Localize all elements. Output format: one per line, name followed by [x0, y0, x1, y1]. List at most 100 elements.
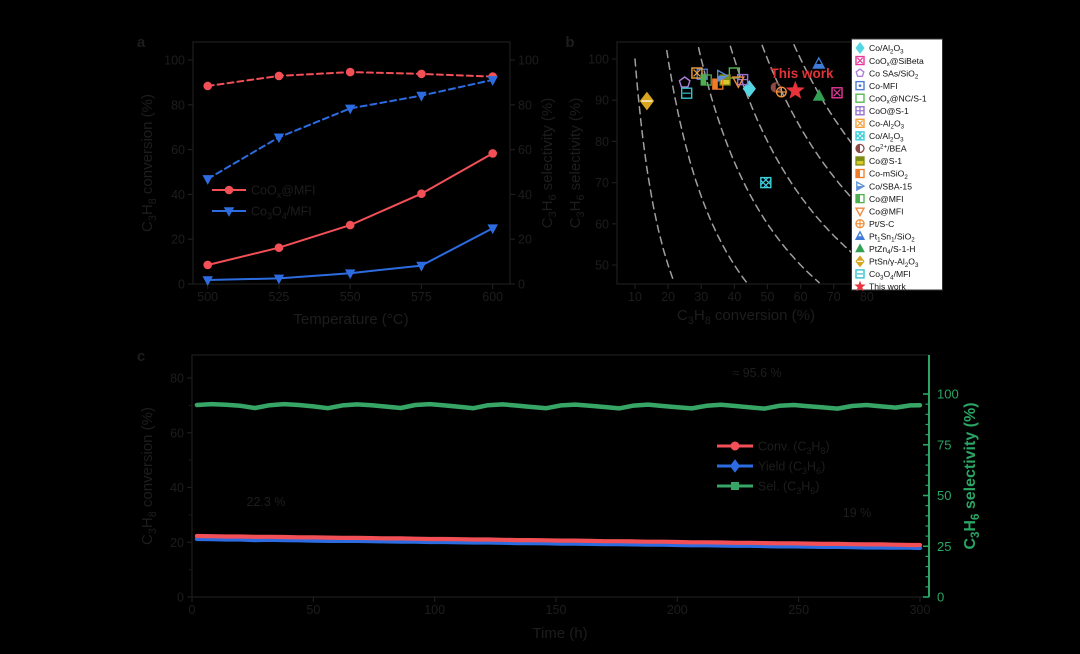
panel-c-xlabel: Time (h) — [532, 625, 587, 642]
panel-b-points — [639, 56, 843, 189]
svg-text:200: 200 — [667, 603, 688, 617]
annotation-conversion-end: 19 % — [843, 506, 872, 520]
svg-text:20: 20 — [170, 536, 184, 550]
legend-entry-7: Co/Al2O3 — [855, 131, 904, 143]
panel-c-series-2 — [194, 401, 923, 411]
legend-entry-label-19: This work — [869, 282, 906, 292]
legend-entry-10: Co-mSiO2 — [855, 169, 908, 181]
svg-text:300: 300 — [910, 603, 931, 617]
svg-text:40: 40 — [518, 188, 532, 202]
panel-b-point-18 — [680, 87, 693, 99]
svg-text:10: 10 — [628, 290, 642, 304]
panel-b-point-4 — [728, 67, 741, 79]
svg-text:75: 75 — [937, 437, 951, 452]
legend-entry-label-9: Co@S-1 — [869, 156, 902, 166]
panel-b-xlabel: C3H8 conversion (%) — [677, 307, 815, 327]
legend-entry-label-5: CoO@S-1 — [869, 106, 909, 116]
svg-text:80: 80 — [860, 290, 874, 304]
svg-text:50: 50 — [306, 603, 320, 617]
svg-text:20: 20 — [518, 233, 532, 247]
panel-a-ylabel-right: C3H6 selectivity (%) — [539, 98, 559, 228]
svg-text:575: 575 — [411, 290, 432, 304]
svg-text:60: 60 — [595, 217, 609, 231]
panel-b-point-13 — [731, 76, 745, 89]
legend-entry-13: Co@MFI — [854, 206, 904, 218]
legend-entry-label-11: Co/SBA-15 — [869, 181, 912, 191]
legend-entry-0: Co/Al2O3 — [855, 41, 904, 55]
panel-b-point-0 — [742, 80, 756, 98]
legend-entry-label-4: CoOx@NC/S-1 — [869, 93, 927, 105]
panel-b-point-14 — [775, 86, 787, 98]
legend-entry-label-7: Co/Al2O3 — [869, 131, 904, 143]
legend-entry-label-15: Pt1Sn1/SiO2 — [869, 231, 915, 243]
svg-text:550: 550 — [340, 290, 361, 304]
panel-b-point-2 — [678, 76, 691, 88]
panel-b-iso-yield-curves — [634, 44, 876, 284]
svg-text:80: 80 — [518, 98, 532, 112]
panel-b-point-15 — [812, 56, 826, 69]
svg-text:60: 60 — [171, 143, 185, 157]
panel-a-legend-label-0: CoOx@MFI — [251, 184, 315, 200]
legend-entry-label-12: Co@MFI — [869, 194, 904, 204]
svg-text:100: 100 — [424, 603, 445, 617]
panel-b-label: b — [565, 34, 574, 51]
panel-c-series-0 — [194, 533, 923, 548]
legend-entry-17: PtSn/γ-Al2O3 — [855, 255, 919, 269]
svg-text:100: 100 — [518, 54, 539, 68]
legend-entry-label-2: Co SAs/SiO2 — [869, 68, 919, 80]
panel-b-point-6 — [691, 67, 703, 79]
panel-a-series-2 — [203, 67, 498, 91]
panel-c-legend: Conv. (C3H8)Yield (C3H6)Sel. (C3H6) — [717, 440, 830, 496]
svg-text:80: 80 — [595, 135, 609, 149]
panel-b-point-12 — [700, 74, 712, 86]
annotation-selectivity-avg: ≈ 95.6 % — [732, 366, 781, 380]
legend-entry-label-1: CoOx@SiBeta — [869, 56, 924, 68]
svg-text:525: 525 — [269, 290, 290, 304]
panel-a-legend-label-1: Co3O4/MFI — [251, 205, 312, 221]
legend-entry-label-0: Co/Al2O3 — [869, 43, 904, 55]
legend-entry-label-8: Co2+/BEA — [869, 143, 907, 153]
legend-entry-label-6: Co-Al2O3 — [869, 119, 905, 131]
panel-b-point-1 — [831, 87, 843, 99]
svg-text:60: 60 — [170, 426, 184, 440]
panel-a-series-1 — [202, 224, 498, 286]
panel-a-xlabel: Temperature (°C) — [293, 311, 408, 328]
svg-text:90: 90 — [595, 94, 609, 108]
svg-text:60: 60 — [518, 143, 532, 157]
svg-text:150: 150 — [546, 603, 567, 617]
legend-entry-9: Co@S-1 — [855, 156, 902, 166]
legend-entry-16: PtZn4/S-1-H — [855, 243, 915, 256]
annotation-this-work: This work — [770, 66, 834, 81]
svg-text:60: 60 — [794, 290, 808, 304]
panel-b-ylabel: C3H6 selectivity (%) — [567, 98, 587, 228]
panel-b-point-17 — [639, 91, 655, 111]
panel-c-legend-label-1: Yield (C3H6) — [758, 460, 825, 476]
svg-text:30: 30 — [694, 290, 708, 304]
panel-a-label: a — [137, 34, 146, 51]
panel-a-series-0 — [203, 149, 498, 270]
panel-b-point-11 — [717, 69, 729, 83]
svg-text:50: 50 — [761, 290, 775, 304]
svg-text:50: 50 — [937, 488, 951, 503]
svg-text:600: 600 — [482, 290, 503, 304]
svg-text:80: 80 — [170, 372, 184, 386]
panel-c-annotations: ≈ 95.6 %22.3 %19 % — [247, 366, 872, 520]
panel-a-legend: CoOx@MFI Co3O4/MFI — [212, 184, 315, 221]
legend-entry-3: Co-MFI — [855, 81, 898, 91]
legend-entry-14: Pt/S-C — [855, 219, 894, 229]
panel-c-label: c — [137, 348, 145, 365]
svg-text:0: 0 — [189, 603, 196, 617]
legend-entry-label-18: Co3O4/MFI — [869, 269, 911, 281]
panel-a-series-3 — [202, 76, 498, 185]
legend-entry-5: CoO@S-1 — [855, 106, 909, 116]
svg-text:0: 0 — [177, 591, 184, 605]
